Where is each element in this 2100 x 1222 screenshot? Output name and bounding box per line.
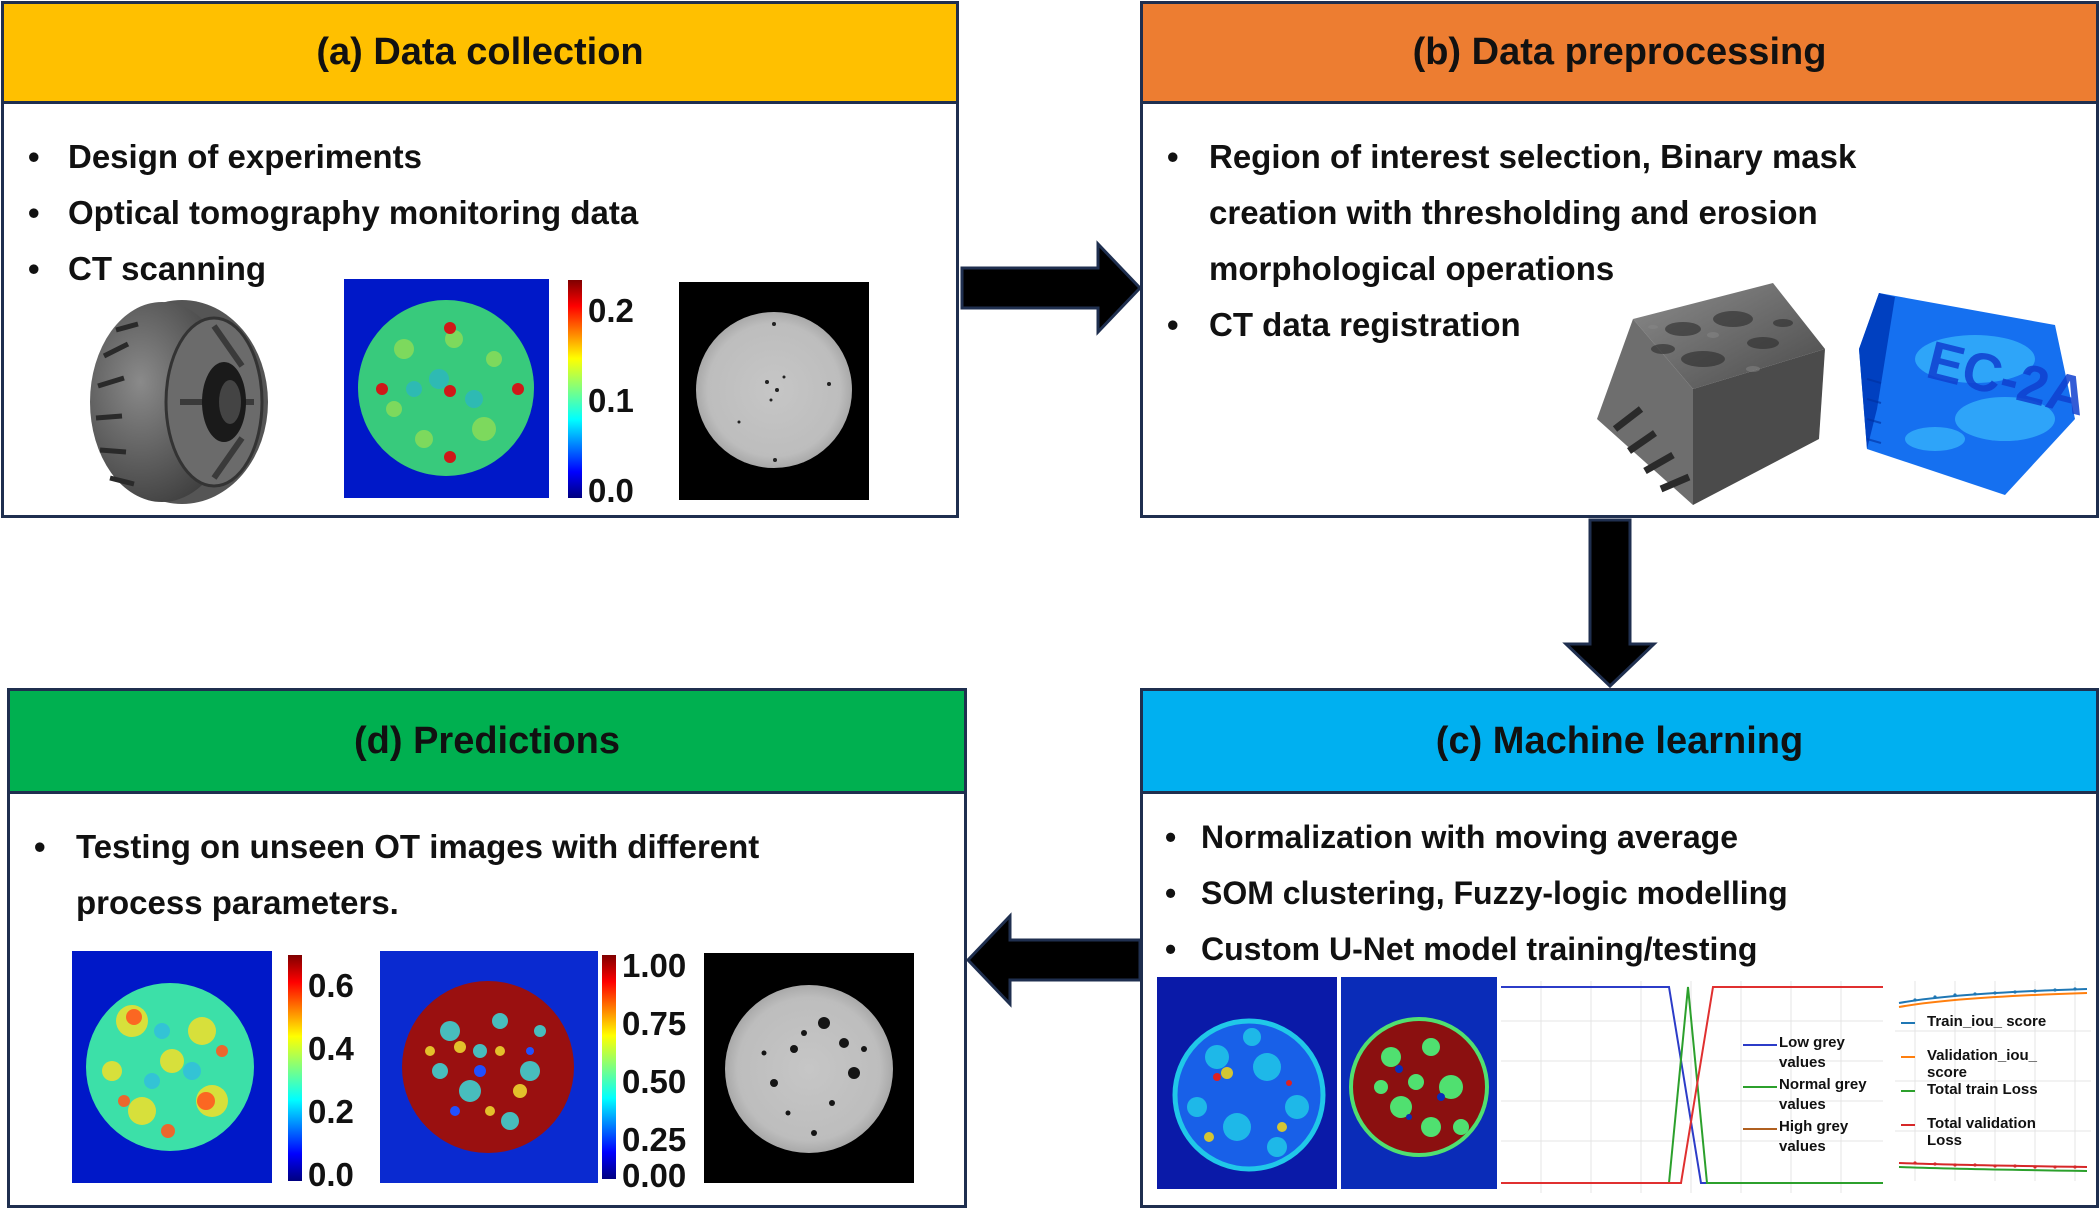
colorbar-tick-label: 0.75 bbox=[622, 1005, 686, 1042]
colorbar-gradient bbox=[288, 955, 302, 1181]
defect-probability-colorbar: 1.00 0.75 0.50 0.25 0.00 bbox=[602, 947, 686, 1193]
ct-slice-image bbox=[679, 282, 869, 500]
panel-b-title: (b) Data preprocessing bbox=[1412, 31, 1827, 73]
ct-validation-slice-image bbox=[704, 953, 914, 1183]
panel-a-bullets: Design of experiments Optical tomography… bbox=[28, 129, 638, 297]
colorbar-gradient bbox=[568, 280, 582, 498]
panel-data-collection: (a) Data collection Design of experiment… bbox=[1, 1, 959, 518]
arrow-left-icon bbox=[965, 912, 1142, 1008]
panel-d-title: (d) Predictions bbox=[353, 719, 621, 762]
colorbar-tick-label: 1.00 bbox=[622, 947, 686, 984]
colorbar-tick-label: 0.6 bbox=[308, 967, 354, 1004]
training-legend: Train_iou_ score Validation_iou_ score T… bbox=[1927, 1013, 2057, 1149]
colorbar-tick-label: 0.1 bbox=[588, 382, 634, 419]
legend-entry: Low grey values bbox=[1779, 1034, 1845, 1071]
list-item: Custom U-Net model training/testing bbox=[1165, 921, 1788, 977]
binary-mask-render: EC-2A bbox=[1859, 293, 2080, 495]
colorbar-tick-label: 0.2 bbox=[588, 292, 634, 329]
training-curves-plot bbox=[1895, 981, 2091, 1181]
legend-entry: Total train Loss bbox=[1927, 1081, 2038, 1098]
predicted-defect-map-image bbox=[380, 951, 598, 1183]
ot-heatmap-image bbox=[344, 279, 549, 498]
panel-predictions: (d) Predictions Testing on unseen OT ima… bbox=[7, 688, 967, 1208]
panel-d-header: (d) Predictions bbox=[10, 691, 964, 794]
ct-volume-render bbox=[1597, 283, 1825, 505]
legend-entry: Train_iou_ score bbox=[1927, 1013, 2047, 1030]
panel-c-bullets: Normalization with moving average SOM cl… bbox=[1165, 809, 1788, 977]
list-item: SOM clustering, Fuzzy-logic modelling bbox=[1165, 865, 1788, 921]
som-cluster-image bbox=[1341, 977, 1497, 1189]
list-item: Testing on unseen OT images with differe… bbox=[34, 819, 874, 931]
colorbar-gradient bbox=[602, 955, 616, 1179]
colorbar-tick-label: 0.25 bbox=[622, 1121, 686, 1158]
panel-c-title: (c) Machine learning bbox=[1435, 719, 1804, 762]
arrow-right-icon bbox=[960, 240, 1143, 336]
colorbar-tick-label: 0.00 bbox=[622, 1157, 686, 1193]
panel-b-header: (b) Data preprocessing bbox=[1143, 4, 2096, 104]
panel-d-bullets: Testing on unseen OT images with differe… bbox=[34, 819, 874, 931]
ot-colorbar: 0.2 0.1 0.0 bbox=[568, 280, 634, 508]
panel-c-header: (c) Machine learning bbox=[1143, 691, 2096, 794]
colorbar-tick-label: 0.2 bbox=[308, 1093, 354, 1130]
list-item: Design of experiments bbox=[28, 129, 638, 185]
panel-a-title: (a) Data collection bbox=[316, 31, 644, 73]
panel-machine-learning: (c) Machine learning Normalization with … bbox=[1140, 688, 2099, 1208]
list-item: CT data registration bbox=[1167, 297, 1907, 353]
printed-part-render bbox=[90, 300, 268, 504]
arrow-down-icon bbox=[1562, 518, 1658, 689]
colorbar-tick-label: 0.50 bbox=[622, 1063, 686, 1100]
normalized-ot-image bbox=[1157, 977, 1337, 1189]
panel-data-preprocessing: (b) Data preprocessing Region of interes… bbox=[1140, 1, 2099, 518]
list-item: Region of interest selection, Binary mas… bbox=[1167, 129, 1907, 297]
legend-entry: Total validation Loss bbox=[1927, 1115, 2036, 1149]
colorbar-tick-label: 0.0 bbox=[588, 472, 634, 508]
list-item: CT scanning bbox=[28, 241, 638, 297]
membership-function-plot bbox=[1501, 981, 1883, 1193]
membership-legend: Low grey values Normal grey values High … bbox=[1779, 1033, 1891, 1157]
colorbar-tick-label: 0.0 bbox=[308, 1156, 354, 1193]
predicted-heatmap-image bbox=[72, 951, 272, 1183]
legend-entry: Validation_iou_ score bbox=[1927, 1047, 2038, 1081]
list-item: Normalization with moving average bbox=[1165, 809, 1788, 865]
panel-a-header: (a) Data collection bbox=[4, 4, 956, 104]
panel-b-bullets: Region of interest selection, Binary mas… bbox=[1167, 129, 1907, 353]
legend-entry: Normal grey values bbox=[1779, 1076, 1867, 1113]
legend-entry: High grey values bbox=[1779, 1118, 1849, 1155]
list-item: Optical tomography monitoring data bbox=[28, 185, 638, 241]
predicted-colorbar: 0.6 0.4 0.2 0.0 bbox=[288, 955, 355, 1193]
colorbar-tick-label: 0.4 bbox=[308, 1030, 355, 1067]
